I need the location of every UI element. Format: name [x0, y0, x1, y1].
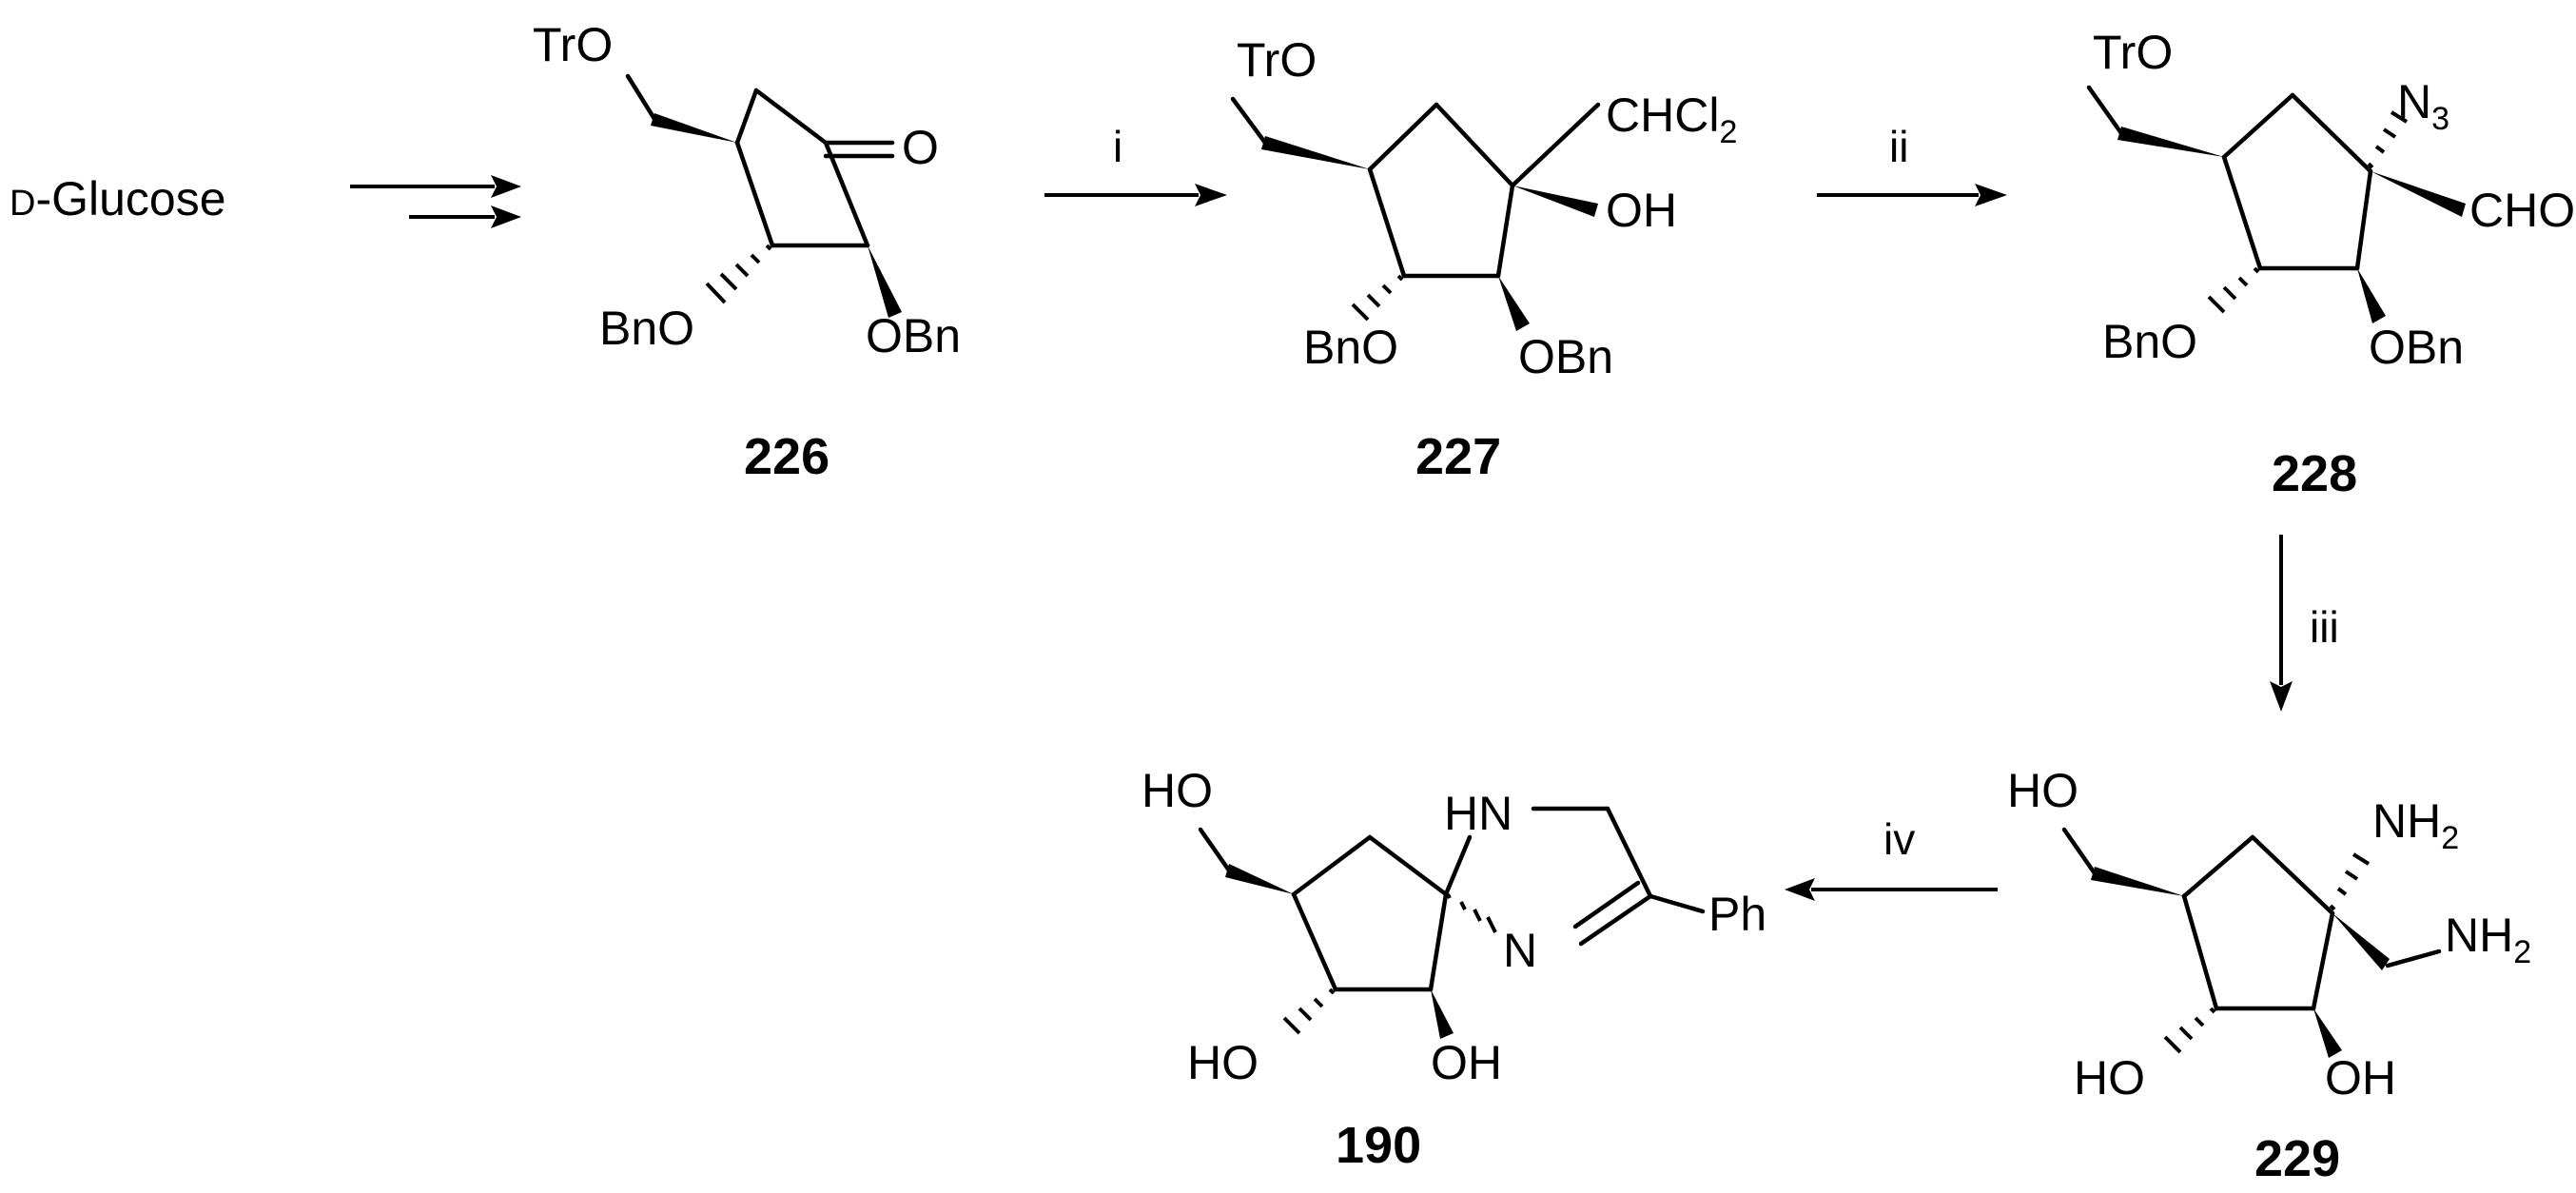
reagent-iv: iv [1883, 814, 1915, 864]
compound-label-227: 227 [1415, 428, 1501, 485]
reaction-arrow-ii: ii [1817, 122, 2007, 206]
wedge-oh-227 [1512, 186, 1598, 217]
bno-label: BnO [2102, 315, 2197, 368]
reagent-i: i [1113, 122, 1122, 171]
tro-label: TrO [533, 18, 613, 71]
svg-text:CHCl2: CHCl2 [1606, 88, 1737, 150]
tro-label: TrO [1237, 33, 1317, 87]
obn-label: OBn [2369, 321, 2464, 374]
d-prefix: D [10, 184, 35, 224]
starting-material-d-glucose: D-Glucose [10, 172, 226, 225]
hash-oh-229 [2163, 1007, 2216, 1054]
wedge-ch2-227 [1261, 136, 1370, 169]
wedge-ch2nh2-229 [2332, 913, 2390, 970]
svg-text:N3: N3 [2397, 75, 2449, 137]
hn-label: HN [1444, 787, 1512, 840]
reaction-arrow-iii: iii [2270, 535, 2339, 712]
hash-obn-228 [2207, 266, 2260, 314]
wedge-obn-226 [868, 245, 902, 318]
oh-label: OH [1606, 184, 1677, 237]
wedge-obn-228 [2357, 268, 2386, 323]
ho2-label: HO [2074, 1051, 2145, 1105]
svg-text:D-Glucose: D-Glucose [10, 172, 226, 225]
nh2-label: NH [2372, 794, 2441, 848]
compound-label-228: 228 [2272, 445, 2357, 502]
n3-subscript: 3 [2431, 101, 2449, 137]
wedge-oh-229 [2313, 1008, 2342, 1058]
compound-227: TrO CHCl2 OH BnO OBn 227 [1230, 33, 1737, 485]
ho-label: HO [1142, 764, 1213, 817]
svg-text:NH2: NH2 [2372, 794, 2459, 856]
compound-229: HO NH2 NH2 HO OH 229 [2007, 764, 2531, 1187]
reagent-ii: ii [1889, 122, 1908, 171]
hash-obn-227 [1351, 274, 1404, 322]
wedge-obn-227 [1498, 276, 1530, 331]
glucose-name: -Glucose [35, 172, 225, 225]
ho-label: HO [2007, 764, 2078, 817]
ch2nh2-label: NH [2445, 909, 2513, 962]
nh2-subscript: 2 [2441, 820, 2459, 856]
hash-obn-226 [705, 244, 772, 304]
compound-label-190: 190 [1336, 1117, 1421, 1174]
wedge-cho-228 [2371, 171, 2466, 217]
hash-nh2-229 [2329, 852, 2371, 911]
hash-n-190 [1446, 893, 1497, 933]
ph-label: Ph [1708, 888, 1766, 941]
obn-label: OBn [1518, 330, 1613, 383]
cho-label: CHO [2469, 184, 2575, 237]
wedge-oh-190 [1431, 989, 1454, 1039]
bno-label: BnO [599, 302, 694, 355]
n-label: N [2397, 75, 2431, 128]
ketone-o-label: O [902, 121, 939, 174]
ho2-label: HO [1187, 1036, 1259, 1089]
wedge-ch2-190 [1225, 864, 1294, 894]
reagent-iii: iii [2310, 602, 2339, 652]
wedge-ch2-228 [2117, 127, 2224, 157]
bno-label: BnO [1303, 321, 1398, 374]
ring-bonds-226 [625, 73, 895, 248]
ch2nh2-subscript: 2 [2513, 934, 2531, 970]
wedge-ch2-226 [651, 113, 737, 143]
chcl-subscript: 2 [1719, 114, 1737, 150]
compound-label-229: 229 [2254, 1130, 2340, 1187]
svg-text:NH2: NH2 [2445, 909, 2531, 970]
chcl-label: CHCl [1606, 88, 1719, 142]
reaction-arrow-i: i [1044, 122, 1227, 206]
hash-n3-228 [2367, 110, 2409, 169]
imine-n-label: N [1503, 924, 1537, 977]
compound-226: TrO O BnO OBn 226 [533, 18, 961, 485]
hash-oh-190 [1282, 988, 1336, 1035]
compound-label-226: 226 [744, 428, 829, 485]
obn-label: OBn [866, 309, 961, 362]
wedge-ch2-229 [2091, 867, 2184, 896]
compound-228: TrO N3 CHO BnO OBn 228 [2086, 26, 2575, 502]
compound-190: HO HN N Ph HO OH 190 [1142, 764, 1766, 1174]
oh-label: OH [1431, 1036, 1502, 1089]
oh-label: OH [2325, 1051, 2396, 1105]
tro-label: TrO [2093, 26, 2173, 79]
multistep-arrow [350, 175, 521, 228]
reaction-arrow-iv: iv [1785, 814, 1998, 901]
